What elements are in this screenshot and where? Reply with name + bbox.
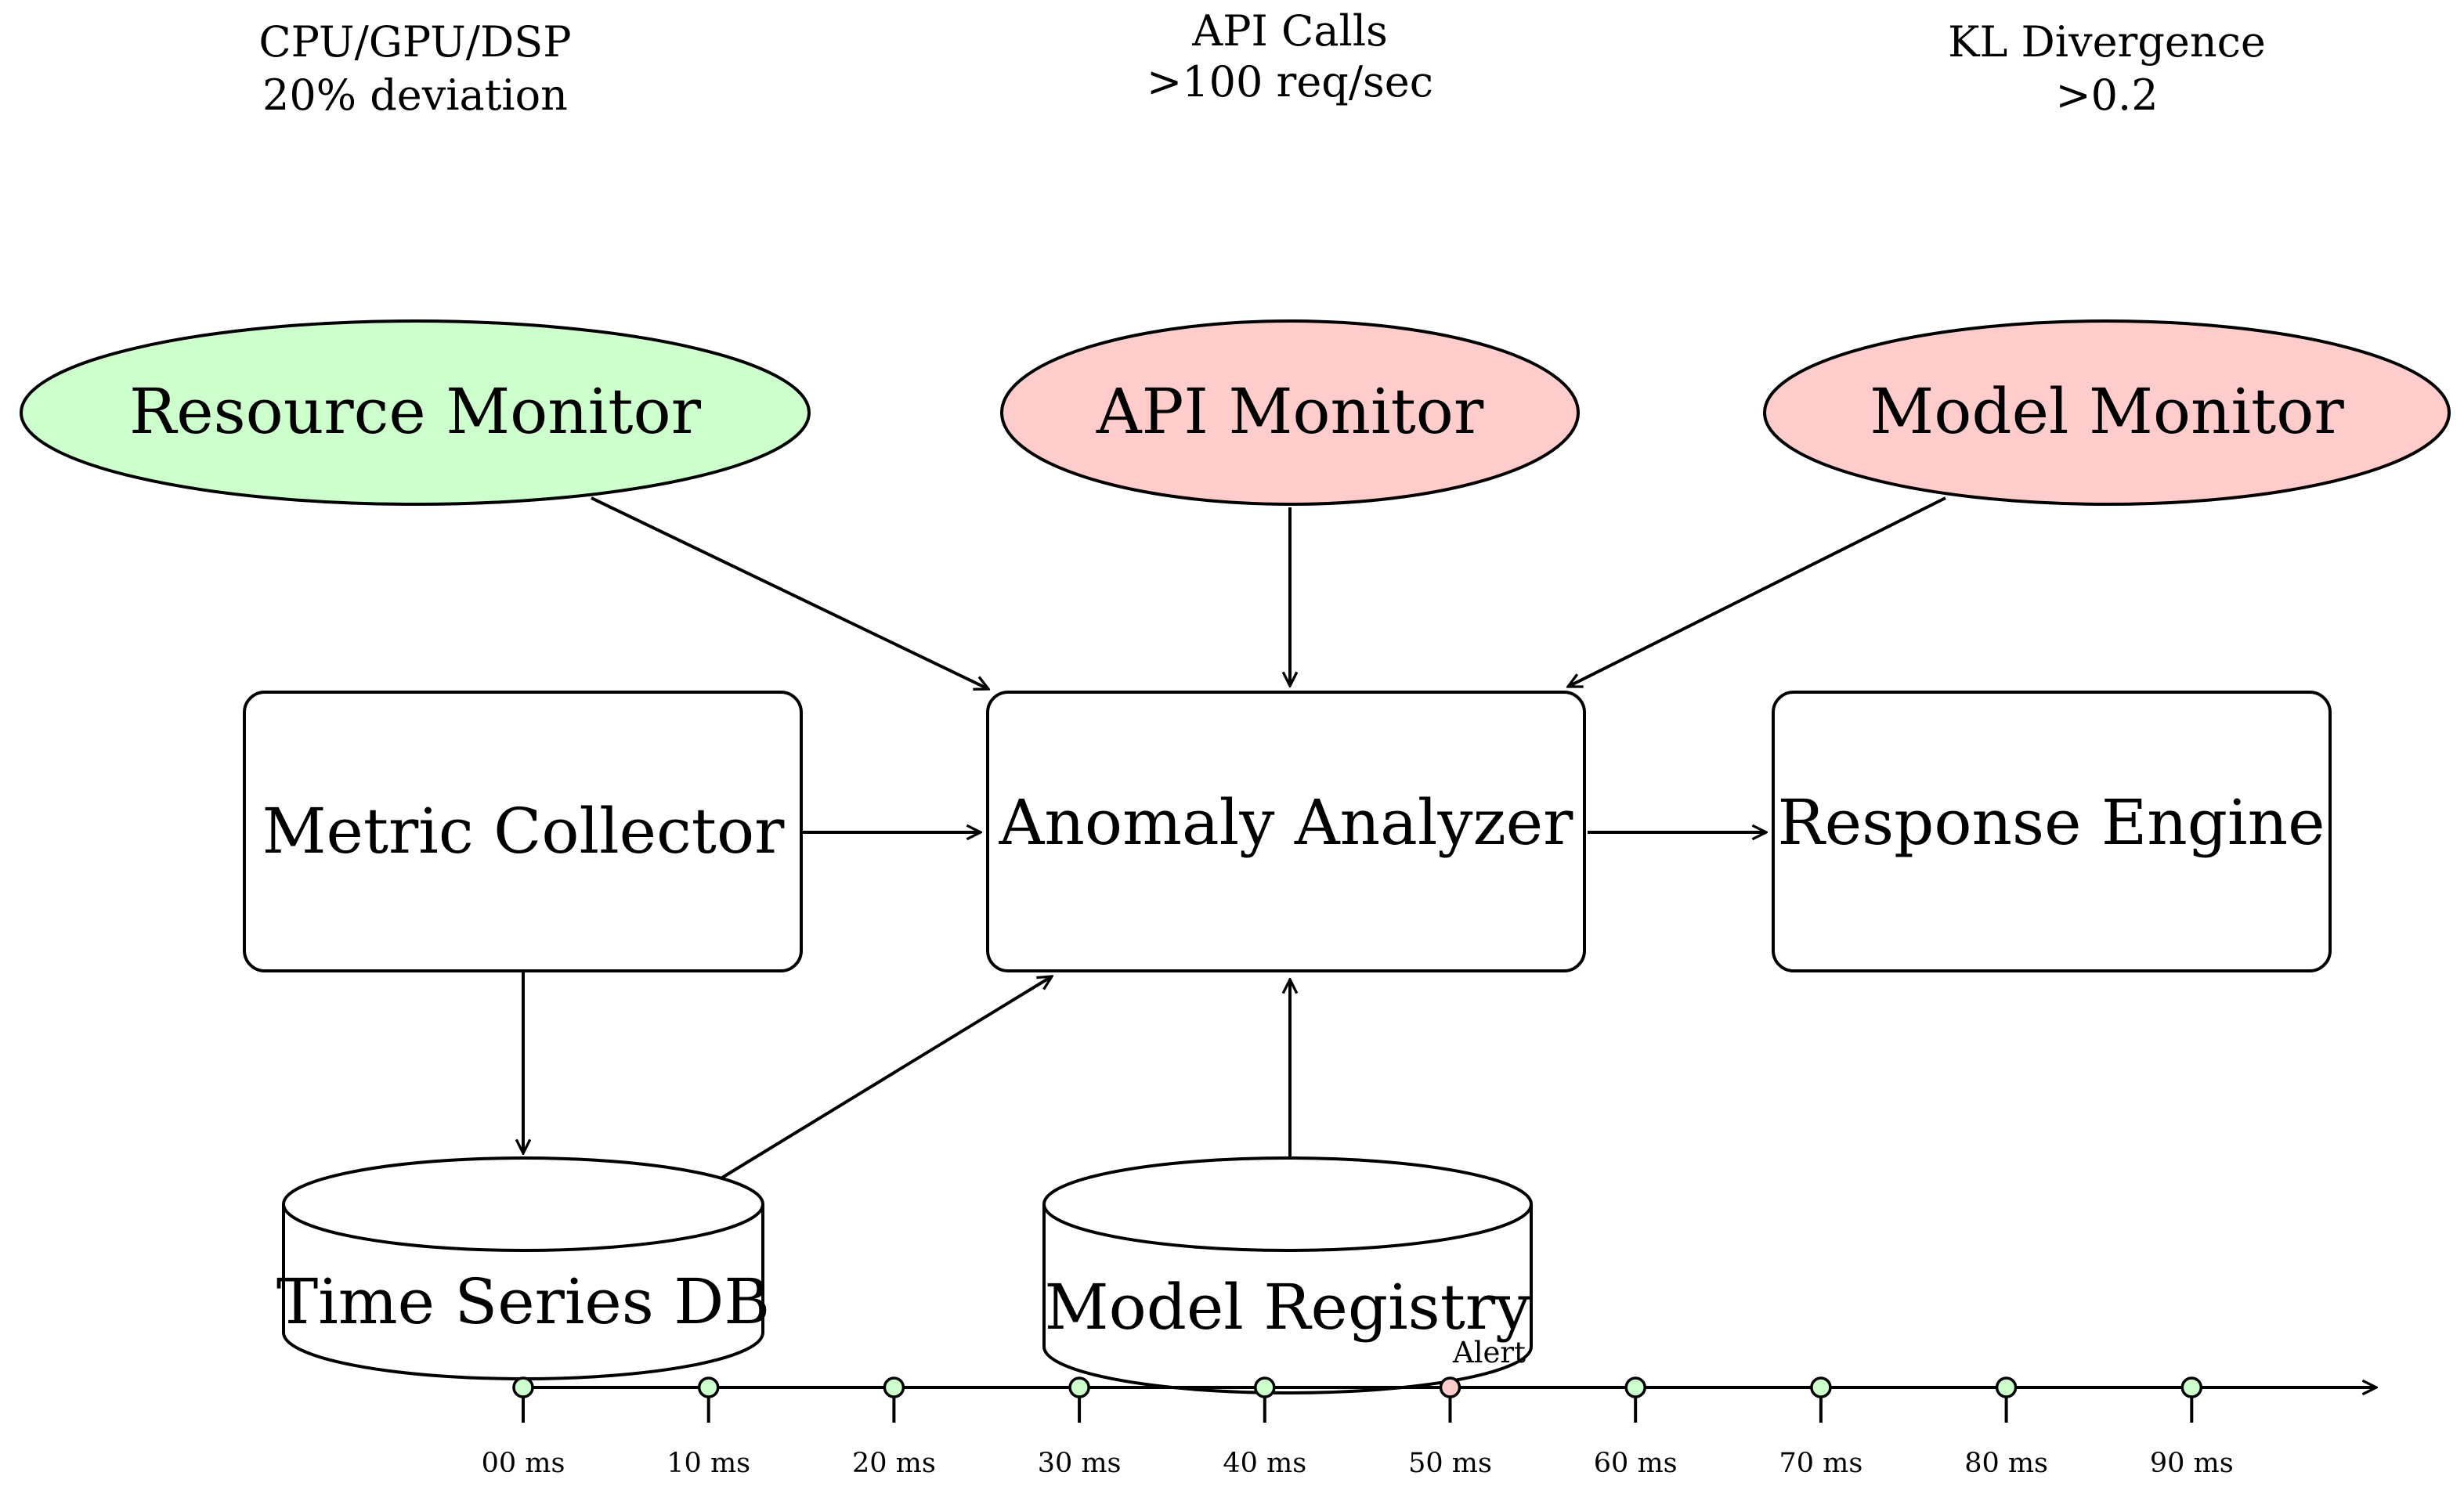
timeline-tick-label: 20 ms: [852, 1448, 936, 1479]
threshold-api-line1: API Calls: [1191, 6, 1388, 56]
timeline-dot: [883, 1376, 905, 1398]
timeline-tick-label: 70 ms: [1779, 1448, 1862, 1479]
metric-collector-label: Metric Collector: [262, 795, 785, 868]
timeline-dot: [697, 1376, 720, 1398]
threshold-model-line1: KL Divergence: [1948, 17, 2266, 67]
timeline-tick: 60 ms: [1594, 1376, 1678, 1479]
timeline-dot: [1995, 1376, 2018, 1398]
timeline-dot: [1810, 1376, 1832, 1398]
timeline-tick-label: 30 ms: [1038, 1448, 1122, 1479]
time-series-db-top: [282, 1156, 764, 1252]
timeline-tick: 20 ms: [852, 1376, 936, 1479]
timeline-tick: 10 ms: [667, 1376, 750, 1479]
resource-monitor: Resource Monitor: [20, 319, 811, 506]
api-monitor-label: API Monitor: [1096, 375, 1484, 448]
threshold-resource-line2: 20% deviation: [262, 70, 568, 120]
threshold-api-line2: >100 req/sec: [1147, 57, 1433, 106]
api-monitor-shape: [1000, 319, 1580, 506]
timeline-dot: [1254, 1376, 1276, 1398]
response-engine-label: Response Engine: [1778, 786, 2325, 859]
edges: [523, 496, 1946, 1179]
time-series-db: Time Series DB: [276, 1156, 770, 1380]
edge-resource-to-analyzer: [591, 496, 988, 689]
timeline-tick-label: 40 ms: [1223, 1448, 1306, 1479]
model-registry: Model Registry: [1042, 1156, 1533, 1394]
timeline-tick: 50 ms: [1408, 1376, 1492, 1479]
timeline-alert-dot: [1439, 1376, 1461, 1398]
time-series-db-label: Time Series DB: [276, 1265, 770, 1338]
threshold-model: KL Divergence >0.2: [1948, 17, 2266, 120]
response-engine: Response Engine: [1772, 691, 2332, 972]
timeline-tick: 70 ms: [1779, 1376, 1862, 1479]
model-monitor: Model Monitor: [1763, 319, 2451, 506]
threshold-resource-line1: CPU/GPU/DSP: [258, 17, 571, 67]
timeline-tick-label: 10 ms: [667, 1448, 750, 1479]
timeline-dot: [512, 1376, 534, 1398]
timeline-dot: [1624, 1376, 1646, 1398]
timeline-tick-label: 00 ms: [482, 1448, 565, 1479]
edge-timeseries-to-analyzer: [721, 976, 1052, 1179]
model-registry-label: Model Registry: [1045, 1271, 1531, 1344]
threshold-api: API Calls >100 req/sec: [1147, 6, 1433, 106]
anomaly-analyzer-box: [986, 691, 1586, 972]
timeline-tick: 80 ms: [1964, 1376, 2048, 1479]
threshold-resource: CPU/GPU/DSP 20% deviation: [258, 17, 571, 120]
api-monitor: API Monitor: [1000, 319, 1580, 506]
timeline-tick-label: 50 ms: [1408, 1448, 1492, 1479]
threshold-model-line2: >0.2: [2055, 70, 2158, 120]
timeline: Alert 00 ms 10 ms 20 ms 30 ms 40 ms 50 ms 60 m…: [482, 1336, 2376, 1479]
anomaly-analyzer: Anomaly Analyzer: [986, 691, 1586, 972]
model-registry-body: [1042, 1204, 1533, 1394]
timeline-tick: 30 ms: [1038, 1376, 1122, 1479]
anomaly-analyzer-label: Anomaly Analyzer: [999, 786, 1573, 859]
resource-monitor-shape: [20, 319, 811, 506]
timeline-tick-label: 90 ms: [2150, 1448, 2234, 1479]
model-monitor-label: Model Monitor: [1870, 375, 2344, 448]
timeline-tick: 40 ms: [1223, 1376, 1306, 1479]
timeline-dot: [2180, 1376, 2203, 1398]
response-engine-box: [1772, 691, 2332, 972]
resource-monitor-label: Resource Monitor: [129, 375, 702, 448]
edge-model-to-analyzer: [1568, 496, 1946, 688]
model-registry-top: [1042, 1156, 1533, 1252]
model-monitor-shape: [1763, 319, 2451, 506]
timeline-tick: 90 ms: [2150, 1376, 2234, 1479]
timeline-tick-label: 80 ms: [1964, 1448, 2048, 1479]
timeline-tick: 00 ms: [482, 1376, 565, 1479]
metric-collector-box: [243, 691, 803, 972]
timeline-dot: [1068, 1376, 1090, 1398]
alert-label: Alert: [1452, 1336, 1526, 1369]
metric-collector: Metric Collector: [243, 691, 803, 972]
timeline-tick-label: 60 ms: [1594, 1448, 1678, 1479]
